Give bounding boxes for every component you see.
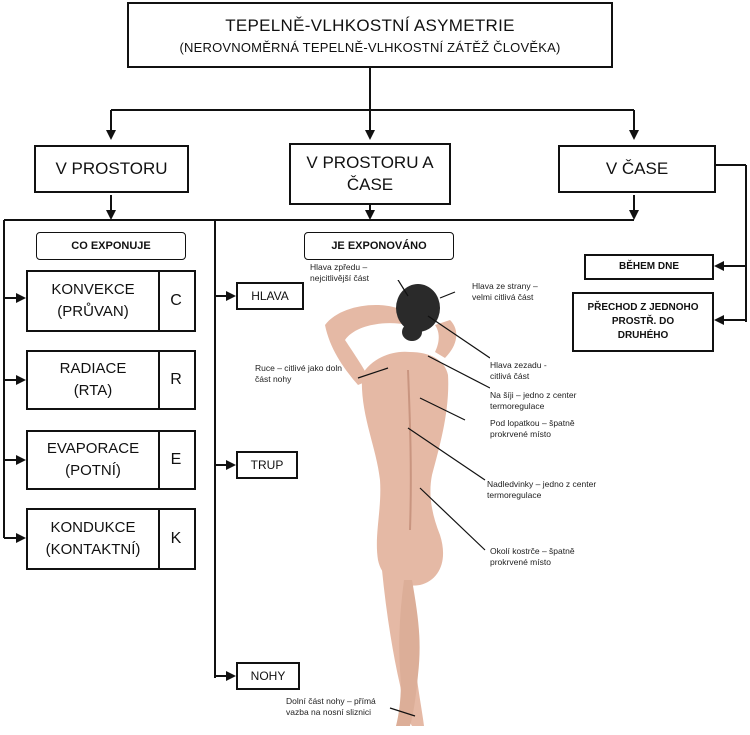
diagram-subtitle: (NEROVNOMĚRNÁ TEPELNĚ-VLHKOSTNÍ ZÁTĚŽ ČL… [179,39,561,55]
annotation-line: termoregulace [487,490,542,500]
mechanism-code: C [170,292,182,309]
annotation-adrenal: Nadledvinky – jedno z center termoregula… [487,479,596,501]
annotation-line: prokrvené místo [490,557,551,567]
branch-space-time: V PROSTORU A ČASE [289,143,451,205]
mechanism-radiation: RADIACE (RTA) R [26,350,196,410]
annotation-line: Hlava zezadu - [490,360,547,370]
pointer-lines [357,280,490,717]
mechanism-name-line1: EVAPORACE [46,440,140,457]
annotation-line: vazba na nosní sliznici [286,707,372,717]
branch-time: V ČASE [558,145,716,193]
annotation-line: Na šíji – jedno z center [490,390,577,400]
time-during-day-label: BĚHEM DNE [618,261,679,272]
branch-space-label: V PROSTORU [55,159,168,178]
annotation-line: Okolí kostrče – špatně [490,546,575,556]
branch-space: V PROSTORU [34,145,189,193]
human-figure [325,280,490,726]
mechanism-conduction: KONDUKCE (KONTAKTNÍ) K [26,508,196,570]
annotation-line: termoregulace [490,401,545,411]
mechanism-name-line2: (KONTAKTNÍ) [45,541,141,558]
body-part-legs: NOHY [236,662,300,690]
body-part-legs-label: NOHY [250,669,286,683]
annotation-shoulder-blade: Pod lopatkou – špatně prokrvené místo [490,418,575,440]
body-part-head: HLAVA [236,282,304,310]
exposed-label: JE EXPONOVÁNO [304,232,454,260]
annotation-line: Dolní část nohy – přímá [286,696,376,706]
time-during-day: BĚHEM DNE [584,254,714,280]
annotation-line: velmi citlivá část [472,292,534,302]
annotation-head-side: Hlava ze strany – velmi citlivá část [472,281,538,303]
mechanism-name: EVAPORACE (POTNÍ) [28,432,160,488]
diagram-title: TEPELNĚ-VLHKOSTNÍ ASYMETRIE [225,15,515,35]
mechanism-evaporation: EVAPORACE (POTNÍ) E [26,430,196,490]
figure-body [325,284,457,726]
annotation-line: citlivá část [490,371,530,381]
annotation-line: Nadledvinky – jedno z center [487,479,597,489]
mechanism-code: R [170,371,182,388]
mechanism-name-line1: KONDUKCE [50,519,136,536]
mechanism-name: KONVEKCE (PRŮVAN) [28,272,160,330]
mechanism-name: RADIACE (RTA) [28,352,160,408]
annotation-foot: Dolní část nohy – přímá vazba na nosní s… [286,696,376,718]
annotation-head-front: Hlava zpředu – nejcitlivější část [310,262,369,284]
time-transition-line3: DRUHÉHO [617,330,669,341]
exposes-label: CO EXPONUJE [36,232,186,260]
annotation-line: Hlava zpředu – [310,262,368,272]
mechanism-convection: KONVEKCE (PRŮVAN) C [26,270,196,332]
mechanism-code: E [170,451,182,468]
annotation-hands: Ruce – citlivé jako doln část nohy [255,363,342,385]
time-transition: PŘECHOD Z JEDNOHO PROSTŘ. DO DRUHÉHO [572,292,714,352]
annotation-head-back: Hlava zezadu - citlivá část [490,360,547,382]
mechanism-name: KONDUKCE (KONTAKTNÍ) [28,510,160,568]
mechanism-name-line1: KONVEKCE [51,281,135,298]
branch-space-time-line2: ČASE [346,175,394,194]
mechanism-name-line2: (PRŮVAN) [57,303,129,320]
mechanism-name-line2: (POTNÍ) [65,462,121,479]
body-part-trunk: TRUP [236,451,298,479]
annotation-line: nejcitlivější část [310,273,370,283]
annotation-line: část nohy [255,374,292,384]
time-transition-line2: PROSTŘ. DO [611,316,675,327]
diagram-title-box: TEPELNĚ-VLHKOSTNÍ ASYMETRIE (NEROVNOMĚRN… [127,2,613,68]
annotation-neck: Na šíji – jedno z center termoregulace [490,390,576,412]
annotation-line: prokrvené místo [490,429,551,439]
exposed-label-text: JE EXPONOVÁNO [331,240,427,252]
mechanism-code: K [170,530,182,547]
annotation-line: Pod lopatkou – špatně [490,418,575,428]
mechanism-name-line1: RADIACE [59,360,127,377]
annotation-line: Hlava ze strany – [472,281,538,291]
time-transition-line1: PŘECHOD Z JEDNOHO [587,302,699,313]
branch-space-time-line1: V PROSTORU A [306,153,434,172]
annotation-line: Ruce – citlivé jako doln [255,363,342,373]
branch-time-label: V ČASE [605,159,669,178]
annotation-coccyx: Okolí kostrče – špatně prokrvené místo [490,546,575,568]
mechanism-name-line2: (RTA) [73,382,113,399]
body-part-trunk-label: TRUP [250,458,284,472]
exposes-label-text: CO EXPONUJE [71,240,151,252]
body-part-head-label: HLAVA [251,289,289,303]
